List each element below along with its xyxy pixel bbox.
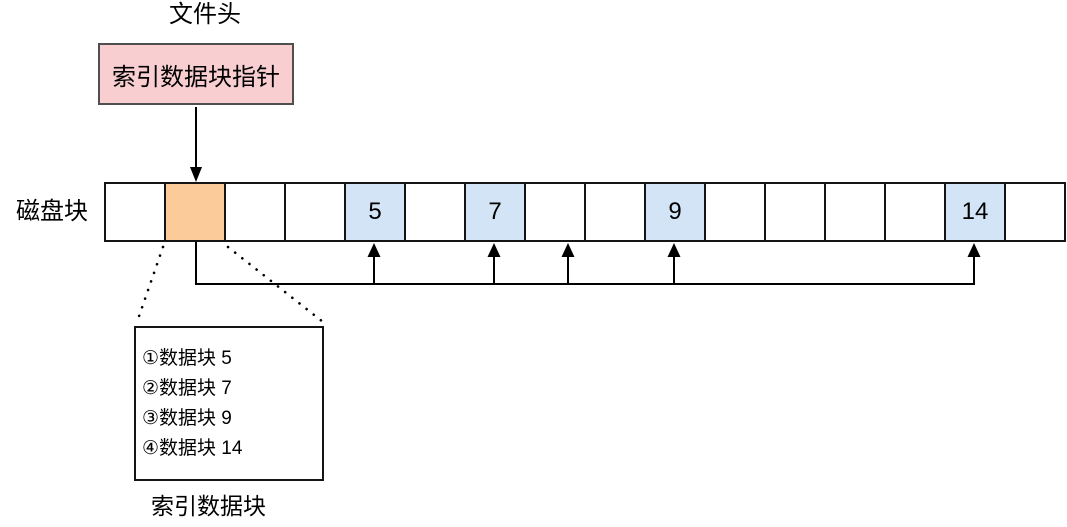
index-data-block-box: ①数据块 5 ②数据块 7 ③数据块 9 ④数据块 14 xyxy=(134,326,324,481)
index-block-caption: 索引数据块 xyxy=(151,493,266,519)
index-pointer-label: 索引数据块指针 xyxy=(112,63,280,91)
dotted-projection-left xyxy=(135,245,165,324)
index-pointer-box: 索引数据块指针 xyxy=(98,43,294,105)
disk-block-3 xyxy=(284,182,346,242)
disk-block-10 xyxy=(704,182,766,242)
disk-block-12 xyxy=(824,182,886,242)
file-header-label: 文件头 xyxy=(169,1,241,28)
disk-row-label: 磁盘块 xyxy=(16,198,88,225)
disk-block-9-data: 9 xyxy=(644,182,706,242)
disk-block-14-data: 14 xyxy=(944,182,1006,242)
disk-block-5 xyxy=(404,182,466,242)
disk-block-6-data: 7 xyxy=(464,182,526,242)
arrow-to-block-9 xyxy=(667,243,681,257)
disk-block-4-data: 5 xyxy=(344,182,406,242)
disk-block-8 xyxy=(584,182,646,242)
index-entry: ③数据块 9 xyxy=(142,408,232,429)
index-entry: ④数据块 14 xyxy=(142,438,243,459)
disk-block-2 xyxy=(224,182,286,242)
disk-block-15 xyxy=(1004,182,1066,242)
dotted-projection-right xyxy=(226,245,325,324)
disk-block-13 xyxy=(884,182,946,242)
index-to-data-connector xyxy=(195,242,981,285)
arrow-to-middle-block xyxy=(561,243,575,257)
arrow-to-block-7 xyxy=(487,243,501,257)
disk-block-11 xyxy=(764,182,826,242)
dotted-projection xyxy=(135,245,325,324)
arrow-to-block-5 xyxy=(367,243,381,257)
index-entry: ①数据块 5 xyxy=(142,348,232,369)
index-entry: ②数据块 7 xyxy=(142,378,232,399)
disk-block-0 xyxy=(104,182,166,242)
disk-block-1-index xyxy=(164,182,226,242)
pointer-to-index-arrow xyxy=(190,107,202,182)
disk-block-7 xyxy=(524,182,586,242)
